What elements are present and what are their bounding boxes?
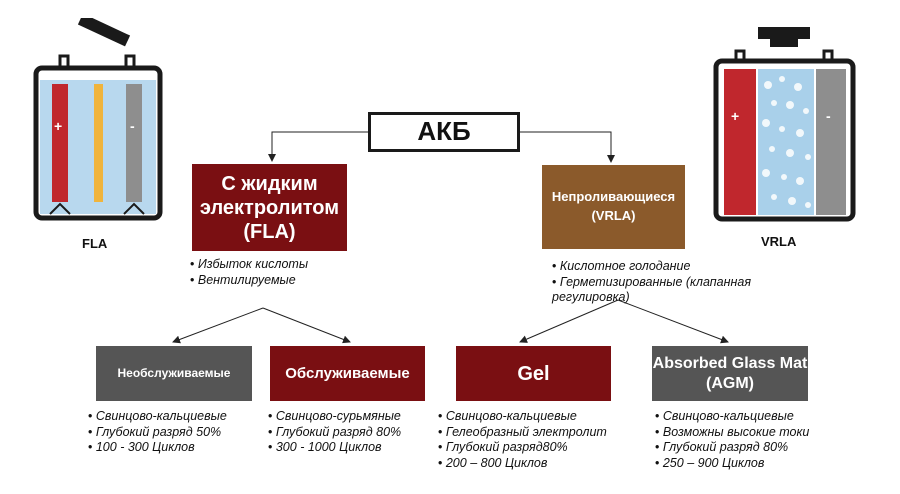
subtype-title: Absorbed Glass Mat (AGM)	[652, 355, 808, 392]
vrla-caption: VRLA	[761, 234, 797, 249]
vrla-title: Непроливающиеся (VRLA)	[551, 189, 676, 223]
vrla-node: Непроливающиеся (VRLA)	[542, 165, 685, 249]
positive-plate	[52, 84, 68, 202]
plus-sign: +	[731, 108, 740, 124]
subtype-bullets-gel: Свинцово-кальциевые Гелеобразный электро…	[438, 409, 607, 472]
list-item: Герметизированные (клапанная регулировка…	[552, 275, 792, 306]
minus-sign: -	[826, 108, 831, 124]
list-item: 250 – 900 Циклов	[655, 456, 809, 472]
list-item: 200 – 800 Циклов	[438, 456, 607, 472]
list-item: Свинцово-кальциевые	[88, 409, 227, 425]
fla-bullets: Избыток кислоты Вентилируемые	[190, 257, 308, 288]
connector-root-vrla	[520, 131, 615, 163]
subtype-title: Необслуживаемые	[117, 366, 231, 381]
list-item: Кислотное голодание	[552, 259, 792, 275]
connector-vrla-sub4	[617, 299, 729, 344]
fla-battery-illustration	[33, 18, 163, 221]
battery-cap	[77, 18, 131, 47]
list-item: Глубокий разряд 50%	[88, 425, 227, 441]
fla-caption: FLA	[82, 236, 108, 251]
fla-title: С жидким электролитом (FLA)	[199, 172, 340, 243]
list-item: Вентилируемые	[190, 273, 308, 289]
gas-bubbles	[762, 76, 811, 208]
subtype-title: Gel	[517, 362, 550, 385]
subtype-title: Обслуживаемые	[285, 364, 410, 382]
minus-sign: -	[130, 118, 135, 134]
list-item: Свинцово-сурьмяные	[268, 409, 401, 425]
list-item: Свинцово-кальциевые	[655, 409, 809, 425]
list-item: 100 - 300 Циклов	[88, 440, 227, 456]
list-item: Глубокий разряд80%	[438, 440, 607, 456]
connector-fla-sub2	[262, 307, 351, 344]
list-item: Возможны высокие токи	[655, 425, 810, 441]
list-item: Глубокий разряд 80%	[268, 425, 401, 441]
list-item: 300 - 1000 Циклов	[268, 440, 401, 456]
negative-plate	[126, 84, 142, 202]
vrla-battery-illustration	[713, 27, 856, 222]
vrla-bullets: Кислотное голодание Герметизированные (к…	[552, 259, 792, 306]
absorbed-electrolyte	[758, 69, 814, 215]
connector-fla-sub1	[172, 307, 264, 344]
root-node-akb: АКБ	[368, 112, 520, 152]
connector-root-fla	[268, 131, 368, 162]
positive-plate	[724, 69, 756, 215]
subtype-serviceable: Обслуживаемые	[270, 346, 425, 401]
negative-plate	[816, 69, 846, 215]
subtype-bullets-maintenance-free: Свинцово-кальциевые Глубокий разряд 50% …	[88, 409, 227, 456]
subtype-bullets-serviceable: Свинцово-сурьмяные Глубокий разряд 80% 3…	[268, 409, 401, 456]
subtype-agm: Absorbed Glass Mat (AGM)	[652, 346, 808, 401]
subtype-maintenance-free: Необслуживаемые	[96, 346, 252, 401]
battery-cap	[758, 27, 810, 39]
list-item: Глубокий разряд 80%	[655, 440, 809, 456]
list-item: Избыток кислоты	[190, 257, 308, 273]
connector-vrla-sub3	[519, 299, 619, 343]
fla-node: С жидким электролитом (FLA)	[192, 164, 347, 251]
subtype-bullets-agm: Свинцово-кальциевые Возможны высокие ток…	[655, 409, 810, 472]
list-item: Свинцово-кальциевые	[438, 409, 607, 425]
list-item: Гелеобразный электролит	[438, 425, 607, 441]
separator	[94, 84, 103, 202]
plus-sign: +	[54, 118, 63, 134]
subtype-gel: Gel	[456, 346, 611, 401]
